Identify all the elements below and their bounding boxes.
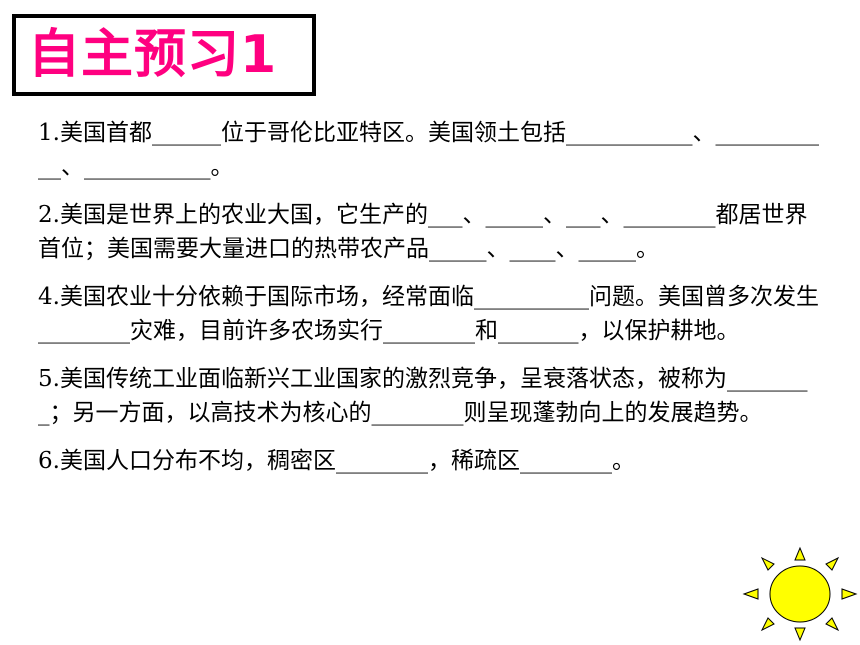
question-list: 1.美国首都______位于哥伦比亚特区。美国领土包括___________、_… xyxy=(38,116,828,490)
page-title: 自主预习1 xyxy=(28,25,278,85)
question-2: 2.美国是世界上的农业大国，它生产的___、_____、___、________… xyxy=(38,202,808,262)
question-1: 1.美国首都______位于哥伦比亚特区。美国领土包括___________、_… xyxy=(38,120,819,180)
title-box: 自主预习1 xyxy=(12,14,316,96)
question-6: 6.美国人口分布不均，稠密区________，稀疏区________。 xyxy=(38,448,635,474)
question-5: 5.美国传统工业面临新兴工业国家的激烈竞争，呈衰落状态，被称为________；… xyxy=(38,366,808,426)
question-4: 4.美国农业十分依赖于国际市场，经常面临__________问题。美国曾多次发生… xyxy=(38,284,819,344)
sun-icon xyxy=(742,546,858,642)
